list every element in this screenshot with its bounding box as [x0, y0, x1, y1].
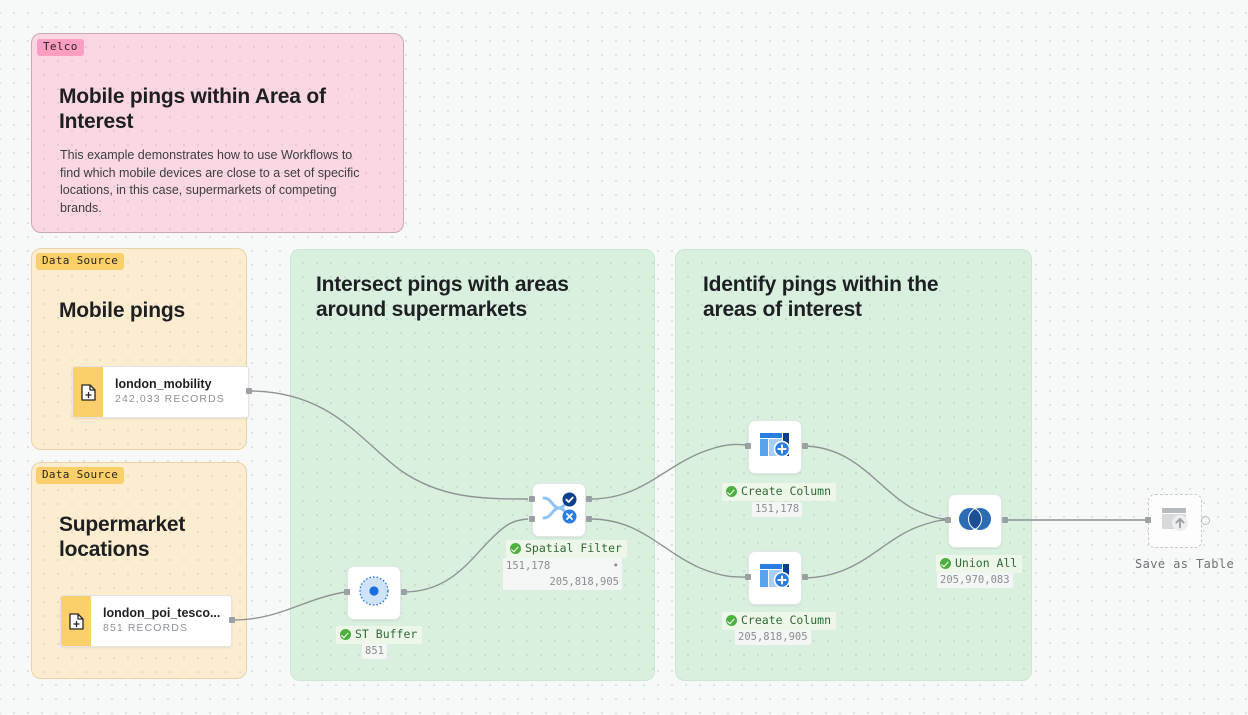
node-label-spatial-filter: Spatial Filter: [506, 540, 627, 558]
node-count-create-column-bottom: 205,818,905: [735, 630, 811, 645]
node-label-text: ST Buffer: [355, 627, 418, 641]
create-column-icon: [758, 561, 792, 596]
union-venn-icon: [955, 504, 995, 539]
status-success-icon: [726, 486, 737, 497]
node-create-column-top[interactable]: [748, 420, 802, 474]
group-title-intersect: Intersect pings with areas around superm…: [316, 273, 569, 321]
group-badge-data-source-2: Data Source: [36, 467, 125, 484]
spatial-filter-icon: [541, 491, 577, 530]
port-out-london-mobility[interactable]: [246, 388, 252, 394]
data-source-records: 242,033 RECORDS: [115, 393, 225, 405]
data-source-name: london_mobility: [115, 377, 212, 391]
file-plus-icon: [73, 367, 103, 417]
status-success-icon: [510, 543, 521, 554]
node-count-create-column-top: 151,178: [752, 502, 803, 517]
node-label-text: Union All: [955, 556, 1018, 570]
node-label-create-column-top: Create Column: [722, 483, 837, 501]
node-label-st-buffer: ST Buffer: [336, 626, 423, 644]
status-success-icon: [726, 615, 737, 626]
node-count-primary: 151,178: [506, 560, 551, 572]
port-in-union-all[interactable]: [945, 517, 951, 523]
create-column-icon: [758, 430, 792, 465]
group-title-mobile-pings: Mobile pings: [59, 299, 185, 322]
port-in-st-buffer[interactable]: [344, 589, 350, 595]
port-out-create-column-bottom[interactable]: [802, 574, 808, 580]
node-spatial-filter[interactable]: [532, 483, 586, 537]
save-table-upload-icon: [1158, 504, 1192, 539]
node-count-st-buffer: 851: [362, 644, 387, 659]
data-source-node-london-mobility[interactable]: london_mobility 242,033 RECORDS: [72, 366, 249, 418]
status-success-icon: [340, 629, 351, 640]
port-out-create-column-top[interactable]: [802, 443, 808, 449]
file-plus-icon: [61, 596, 91, 646]
node-count-separator: •: [612, 560, 619, 572]
node-label-create-column-bottom: Create Column: [722, 612, 837, 630]
data-source-records: 851 RECORDS: [103, 622, 189, 634]
node-count-secondary: 205,818,905: [549, 576, 619, 588]
port-out-union-all[interactable]: [1002, 517, 1008, 523]
node-label-text: Create Column: [741, 613, 832, 627]
port-out-spatial-filter-top[interactable]: [586, 496, 592, 502]
port-out-st-buffer[interactable]: [401, 589, 407, 595]
info-card-badge: Telco: [37, 39, 84, 56]
node-create-column-bottom[interactable]: [748, 551, 802, 605]
status-success-icon: [940, 558, 951, 569]
data-source-node-london-poi-tesco[interactable]: london_poi_tesco... 851 RECORDS: [60, 595, 232, 647]
data-source-name: london_poi_tesco...: [103, 606, 221, 620]
data-source-text: london_mobility 242,033 RECORDS: [103, 367, 237, 417]
port-out-london-poi-tesco[interactable]: [229, 617, 235, 623]
buffer-circle-icon: [355, 572, 393, 615]
node-union-all[interactable]: [948, 494, 1002, 548]
node-count-spatial-filter: 151,178 • 205,818,905: [503, 558, 622, 590]
port-in-create-column-top[interactable]: [745, 443, 751, 449]
node-label-save-as-table: Save as Table: [1135, 557, 1235, 571]
node-label-union-all: Union All: [936, 555, 1023, 573]
info-card-panel[interactable]: [31, 33, 404, 233]
group-title-supermarket-locations: Supermarket locations: [59, 513, 186, 561]
node-label-text: Create Column: [741, 484, 832, 498]
group-panel-mobile-pings[interactable]: [31, 248, 247, 450]
node-st-buffer[interactable]: [347, 566, 401, 620]
port-out-spatial-filter-bottom[interactable]: [586, 516, 592, 522]
port-out-save-as-table[interactable]: [1201, 516, 1210, 525]
info-card-description: This example demonstrates how to use Wor…: [60, 148, 360, 215]
node-save-as-table[interactable]: [1148, 494, 1202, 548]
group-badge-data-source-1: Data Source: [36, 253, 125, 270]
port-in-spatial-filter-bottom[interactable]: [529, 516, 535, 522]
node-count-union-all: 205,970,083: [937, 573, 1013, 588]
info-card-title: Mobile pings within Area of Interest: [59, 85, 326, 133]
port-in-spatial-filter-top[interactable]: [529, 496, 535, 502]
port-in-save-as-table[interactable]: [1145, 517, 1151, 523]
data-source-text: london_poi_tesco... 851 RECORDS: [91, 596, 231, 646]
group-title-identify: Identify pings within the areas of inter…: [703, 273, 939, 321]
node-label-text: Spatial Filter: [525, 541, 622, 555]
port-in-create-column-bottom[interactable]: [745, 574, 751, 580]
